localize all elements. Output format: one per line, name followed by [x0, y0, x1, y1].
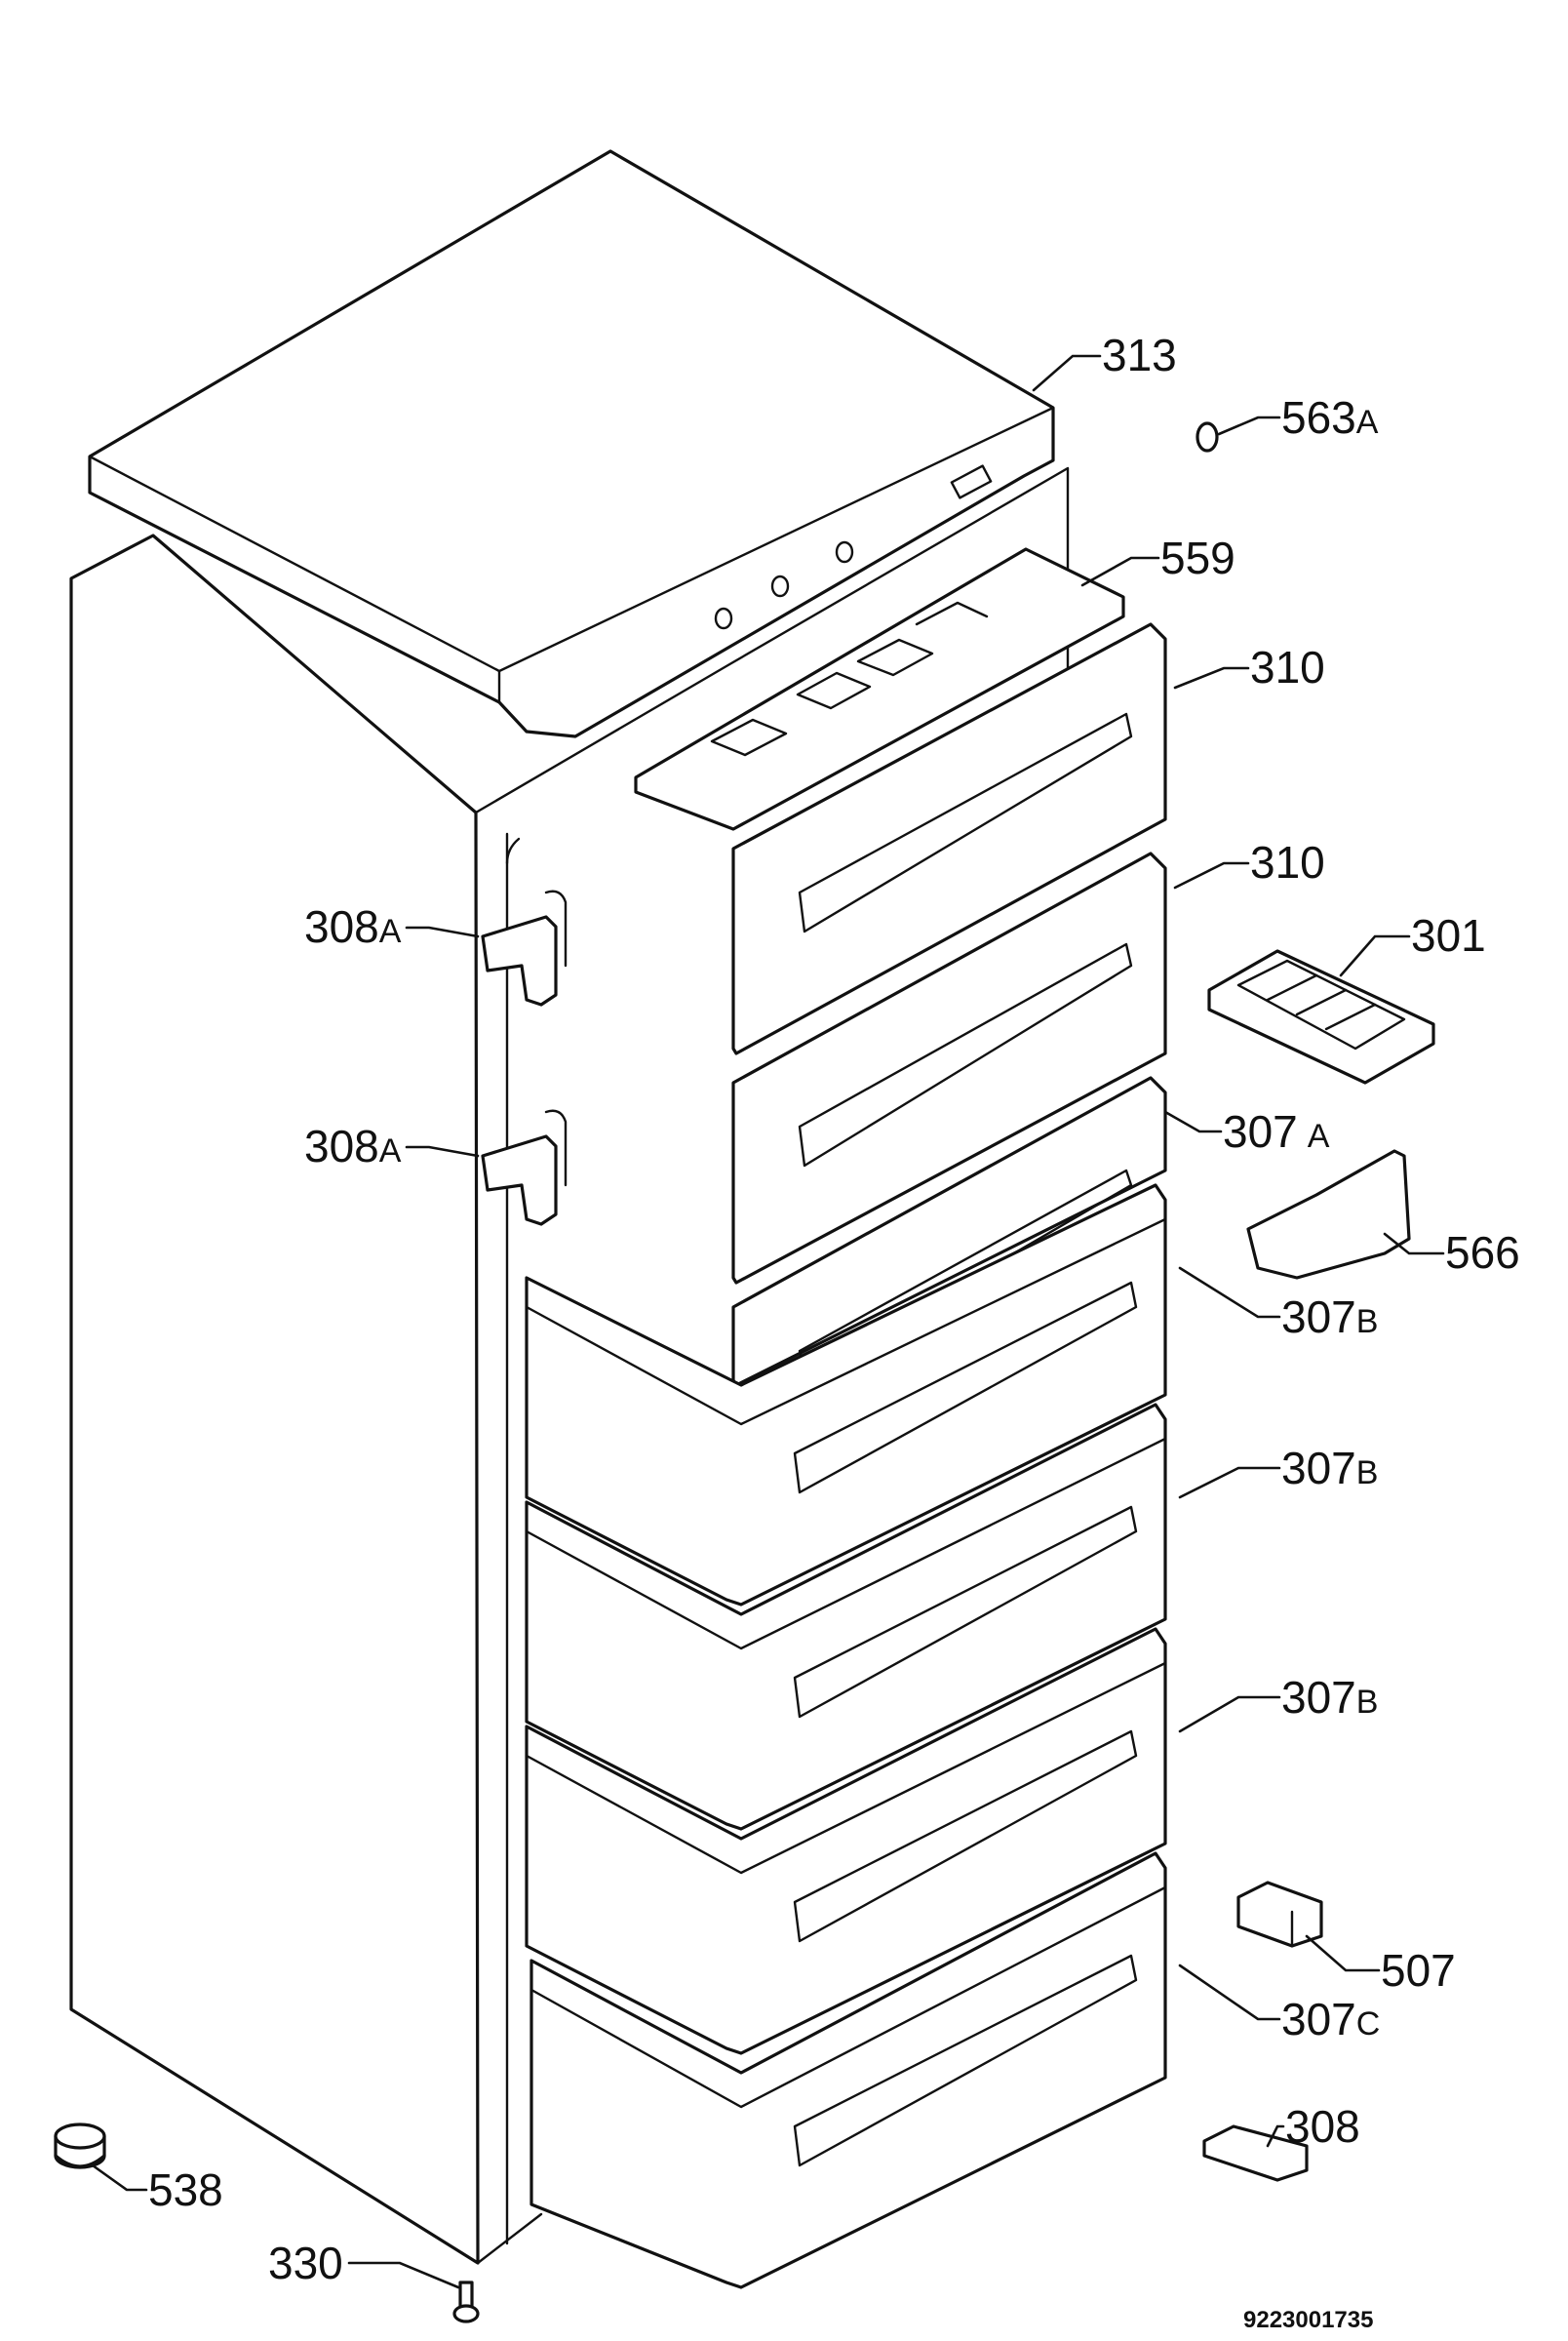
label-313: 313 — [1102, 330, 1177, 380]
label-301: 301 — [1411, 910, 1486, 961]
label-330: 330 — [268, 2238, 343, 2288]
label-310-upper: 310 — [1250, 642, 1325, 693]
hinge-plate-308 — [1202, 2124, 1309, 2182]
label-308: 308 — [1285, 2101, 1360, 2152]
label-307b-3: 307B — [1281, 1672, 1378, 1723]
drawer-310-lower — [731, 852, 1167, 1285]
label-307c: 307C — [1281, 1994, 1380, 2044]
foot-538 — [54, 2123, 106, 2169]
drawer-310-upper — [731, 622, 1167, 1055]
ice-scraper-566 — [1246, 1149, 1411, 1280]
top-cover-313 — [88, 149, 1055, 738]
label-308a-upper: 308A — [304, 901, 402, 952]
control-panel-559 — [634, 547, 1125, 831]
label-308a-lower: 308A — [304, 1121, 402, 1171]
label-563a: 563A — [1281, 392, 1379, 443]
label-507: 507 — [1381, 1945, 1456, 1996]
hinge-308a-lower — [481, 1109, 568, 1226]
label-566: 566 — [1445, 1227, 1520, 1278]
plug-563a — [1196, 421, 1219, 453]
ice-cube-tray-301 — [1207, 949, 1435, 1085]
drawer-307c — [529, 1851, 1167, 2289]
drawer-307b-2 — [525, 1403, 1167, 1831]
drawer-307b-3 — [525, 1627, 1167, 2055]
drawer-307b-1 — [525, 1183, 1167, 1607]
screw-330 — [452, 2281, 480, 2323]
label-559: 559 — [1160, 533, 1235, 583]
bracket-507 — [1236, 1881, 1323, 1948]
label-307b-1: 307B — [1281, 1291, 1378, 1342]
label-310-lower: 310 — [1250, 837, 1325, 888]
label-307b-2: 307B — [1281, 1443, 1378, 1493]
leader-lines — [91, 354, 1445, 2289]
hinge-308a-upper — [481, 890, 568, 1007]
document-number: 9223001735 — [1243, 2307, 1373, 2333]
cabinet-body — [69, 466, 1070, 2265]
label-538: 538 — [148, 2164, 223, 2215]
